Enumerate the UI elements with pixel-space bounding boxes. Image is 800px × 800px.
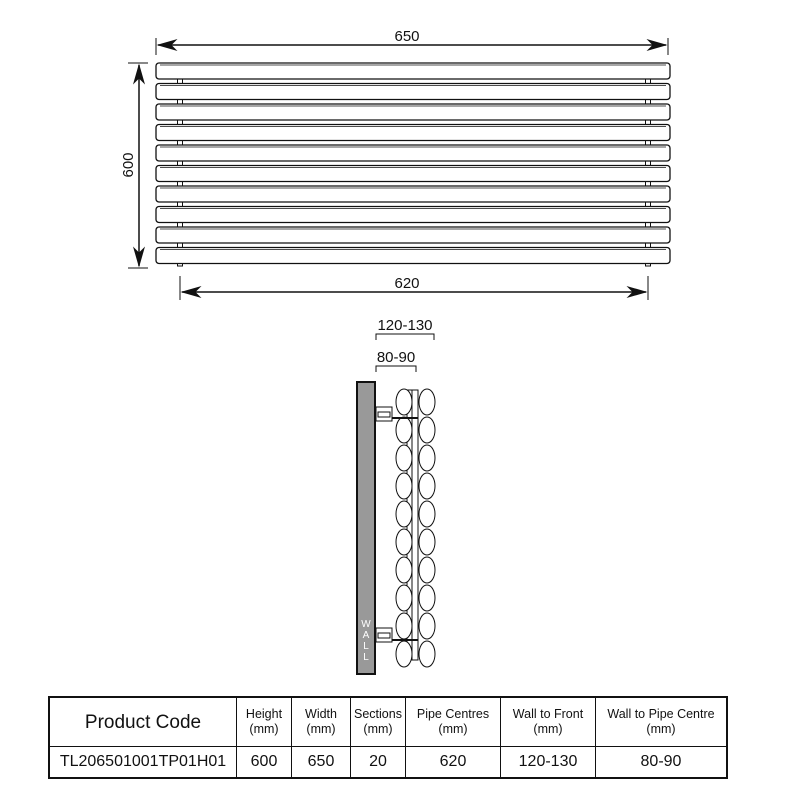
wall-to-front-label: 120-130 — [377, 317, 432, 334]
tube-section — [395, 556, 413, 584]
radiator-bar — [155, 62, 671, 80]
tube-section — [395, 416, 413, 444]
tube-section — [418, 640, 436, 668]
tube-section — [395, 388, 413, 416]
tube-section — [395, 640, 413, 668]
tube-section — [395, 528, 413, 556]
pipe-centres-dimension: 620 — [179, 275, 649, 300]
header-wall-to-pipe-centre: Wall to Pipe Centre(mm) — [595, 696, 728, 747]
front-view — [155, 62, 671, 267]
radiator-bar — [155, 82, 671, 101]
table-row: TL206501001TP01H01 600 650 20 620 120-13… — [48, 746, 728, 779]
tube-section — [418, 388, 436, 416]
cell-pipe-centres: 620 — [405, 746, 501, 779]
header-product-code: Product Code — [48, 696, 237, 747]
radiator-bar — [155, 103, 671, 121]
radiator-bar — [155, 144, 671, 162]
radiator-bar — [155, 205, 671, 224]
tube-section — [395, 500, 413, 528]
bracket-bottom — [375, 627, 418, 643]
header-height: Height(mm) — [236, 696, 292, 747]
tube-section — [395, 444, 413, 472]
cell-sections: 20 — [350, 746, 406, 779]
radiator-bar — [155, 226, 671, 244]
wall — [356, 381, 376, 675]
side-view: 120-130 80-90 — [356, 317, 436, 675]
pipe-centres-label: 620 — [394, 275, 419, 292]
cell-width: 650 — [291, 746, 351, 779]
spec-table: Product Code Height(mm) Width(mm) Sectio… — [48, 696, 728, 779]
tube-section — [418, 612, 436, 640]
width-label: 650 — [394, 28, 419, 45]
header-pipe-centres: Pipe Centres(mm) — [405, 696, 501, 747]
cell-wall-to-front: 120-130 — [500, 746, 596, 779]
tube-section — [418, 584, 436, 612]
radiator-bar — [155, 164, 671, 183]
tube-section — [418, 500, 436, 528]
radiator-bar — [155, 123, 671, 142]
header-width: Width(mm) — [291, 696, 351, 747]
table-header-row: Product Code Height(mm) Width(mm) Sectio… — [48, 696, 728, 747]
height-label: 600 — [120, 152, 137, 177]
cell-height: 600 — [236, 746, 292, 779]
cell-wall-to-pipe-centre: 80-90 — [595, 746, 728, 779]
drawing: 650 600 620 120-130 80-90 — [120, 28, 671, 675]
header-sections: Sections(mm) — [350, 696, 406, 747]
radiator-bar — [155, 185, 671, 203]
cell-product-code: TL206501001TP01H01 — [48, 746, 237, 779]
bracket-top — [375, 406, 418, 422]
header-wall-to-front: Wall to Front(mm) — [500, 696, 596, 747]
width-dimension: 650 — [155, 28, 669, 55]
height-dimension: 600 — [120, 62, 148, 269]
tube-section — [395, 584, 413, 612]
wall-label: WALL — [361, 619, 371, 663]
tube-section — [418, 556, 436, 584]
radiator-bar — [155, 246, 671, 265]
tube-section — [418, 472, 436, 500]
wall-to-pipe-label: 80-90 — [377, 349, 415, 366]
tube-section — [418, 444, 436, 472]
tube-section — [395, 612, 413, 640]
tube-section — [418, 416, 436, 444]
tube-section — [395, 472, 413, 500]
tube-section — [418, 528, 436, 556]
